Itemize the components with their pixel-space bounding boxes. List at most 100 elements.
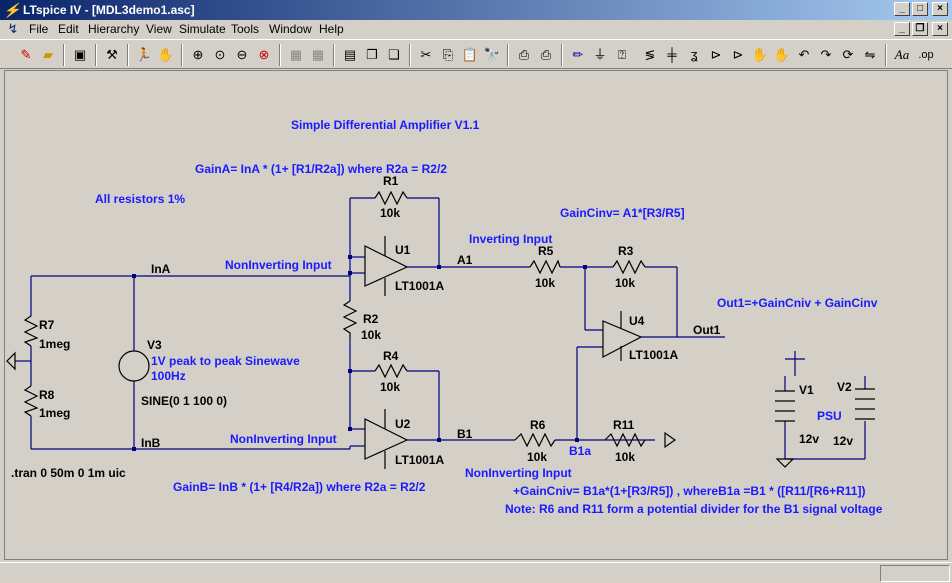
model-u4: LT1001A [629, 348, 678, 362]
text-icon[interactable]: Aa [894, 47, 910, 62]
wires [15, 197, 866, 460]
inductor-icon[interactable]: ʓ [690, 47, 698, 62]
minimize-button[interactable]: _ [894, 2, 910, 16]
ref-v3: V3 [147, 338, 162, 352]
move-icon[interactable]: ✋ [751, 47, 769, 62]
ref-r1: R1 [383, 174, 399, 188]
cascade-icon[interactable]: ❐ [366, 47, 378, 62]
ref-u4: U4 [629, 314, 645, 328]
toolbar: ✎ ▰ ▣ ⚒ 🏃 ✋ ⊕ ⊙ ⊖ ⊗ ▦ ▦ ▤ ❐ ❏ ✂ ⎘ 📋 🔭 ⎙ … [0, 39, 952, 69]
find-icon[interactable]: 🔭 [483, 47, 501, 62]
paste-icon[interactable]: 📋 [461, 47, 479, 62]
toolbar-separator [561, 44, 563, 66]
mdi-close-button[interactable]: × [932, 22, 948, 36]
menu-simulate[interactable]: Simulate [179, 22, 226, 36]
ref-r5: R5 [538, 244, 554, 258]
note-divider: Note: R6 and R11 form a potential divide… [505, 502, 883, 516]
close-all-icon[interactable]: ❏ [388, 47, 400, 62]
menu-help[interactable]: Help [319, 22, 344, 36]
document-icon[interactable]: ↯ [7, 21, 19, 36]
net-label-b1a: B1a [569, 444, 591, 458]
new-schematic-icon[interactable]: ✎ [20, 47, 32, 62]
diode-icon[interactable]: ⊳ [710, 47, 722, 62]
toolbar-separator [181, 44, 183, 66]
toolbar-separator [409, 44, 411, 66]
ref-r2: R2 [363, 312, 379, 326]
component-icon[interactable]: ⊳ [732, 47, 744, 62]
zoom-out-icon[interactable]: ⊖ [236, 47, 248, 62]
menu-hierarchy[interactable]: Hierarchy [88, 22, 140, 36]
menu-view[interactable]: View [146, 22, 172, 36]
resistor-r4 [374, 363, 408, 379]
ground-icon[interactable]: ⏚ [593, 47, 607, 62]
note-inverting-input: Inverting Input [469, 232, 552, 246]
mdi-minimize-button[interactable]: _ [894, 22, 910, 36]
note-sine-desc-1: 1V peak to peak Sinewave [151, 354, 300, 368]
label-net-icon[interactable]: ⍰ [618, 47, 626, 62]
control-panel-icon[interactable]: ⚒ [106, 47, 118, 62]
ref-r3: R3 [618, 244, 634, 258]
note-psu: PSU [817, 409, 842, 423]
menu-edit[interactable]: Edit [58, 22, 79, 36]
ltspice-app-icon: ⚡ [3, 2, 21, 18]
schematic-title: Simple Differential Amplifier V1.1 [291, 118, 480, 132]
close-button[interactable]: × [932, 2, 948, 16]
value-v1: 12v [799, 432, 819, 446]
value-v2: 12v [833, 434, 853, 448]
print-setup-icon[interactable]: ⎙ [518, 47, 530, 62]
value-r8: 1meg [39, 406, 70, 420]
note-gainA: GainA= InA * (1+ [R1/R2a]) where R2a = R… [195, 162, 447, 176]
value-r4: 10k [380, 380, 400, 394]
resistor-r2 [342, 300, 358, 339]
resistor-icon[interactable]: ≶ [644, 47, 656, 62]
copy-icon[interactable]: ⎘ [442, 47, 454, 62]
net-label-inb: InB [141, 436, 161, 450]
schematic-canvas[interactable]: Simple Differential Amplifier V1.1 GainA… [4, 70, 948, 560]
value-v3: SINE(0 1 100 0) [141, 394, 227, 408]
wire-icon[interactable]: ✏ [572, 47, 584, 62]
save-icon[interactable]: ▣ [73, 47, 87, 62]
drag-icon[interactable]: ✋ [773, 47, 791, 62]
toolbar-separator [63, 44, 65, 66]
value-r2: 10k [361, 328, 381, 342]
mdi-restore-button[interactable]: ❐ [912, 22, 928, 36]
toolbar-separator [95, 44, 97, 66]
halt-icon[interactable]: ✋ [157, 47, 175, 62]
fit-icon[interactable]: ▦ [311, 47, 325, 62]
mirror-icon[interactable]: ⇋ [864, 47, 876, 62]
capacitor-icon[interactable]: ╪ [667, 47, 677, 62]
zoom-in-icon[interactable]: ⊕ [192, 47, 204, 62]
value-r3: 10k [615, 276, 635, 290]
pan-icon[interactable]: ⊙ [214, 47, 226, 62]
note-gainCniv: +GainCniv= B1a*(1+[R3/R5]) , whereB1a =B… [513, 484, 865, 498]
rotate-icon[interactable]: ⟳ [842, 47, 854, 62]
ref-r6: R6 [530, 418, 546, 432]
net-label-out1: Out1 [693, 323, 721, 337]
open-icon[interactable]: ▰ [43, 47, 53, 62]
zoom-cancel-icon[interactable]: ⊗ [258, 47, 270, 62]
undo-icon[interactable]: ↶ [798, 47, 810, 62]
menu-window[interactable]: Window [269, 22, 312, 36]
schematic-drawing: Simple Differential Amplifier V1.1 GainA… [6, 118, 883, 516]
autorange-icon[interactable]: ▦ [289, 47, 303, 62]
menu-tools[interactable]: Tools [231, 22, 260, 36]
cut-icon[interactable]: ✂ [420, 47, 432, 62]
value-r11: 10k [615, 450, 635, 464]
note-sine-desc-2: 100Hz [151, 369, 186, 383]
note-gainCinv: GainCinv= A1*[R3/R5] [560, 206, 685, 220]
spice-directive-icon[interactable]: .op [918, 49, 934, 61]
tile-horizontal-icon[interactable]: ▤ [343, 47, 357, 62]
value-r1: 10k [380, 206, 400, 220]
ref-v1: V1 [799, 383, 814, 397]
redo-icon[interactable]: ↷ [820, 47, 832, 62]
run-icon[interactable]: 🏃 [135, 47, 153, 62]
menu-file[interactable]: File [29, 22, 49, 36]
spice-directive-tran: .tran 0 50m 0 1m uic [11, 466, 126, 480]
maximize-button[interactable]: □ [912, 2, 928, 16]
value-r5: 10k [535, 276, 555, 290]
print-icon[interactable]: ⎙ [540, 47, 552, 62]
resistor-r11 [604, 432, 646, 448]
resistor-r7 [23, 315, 39, 347]
ref-r7: R7 [39, 318, 55, 332]
model-u1: LT1001A [395, 279, 444, 293]
